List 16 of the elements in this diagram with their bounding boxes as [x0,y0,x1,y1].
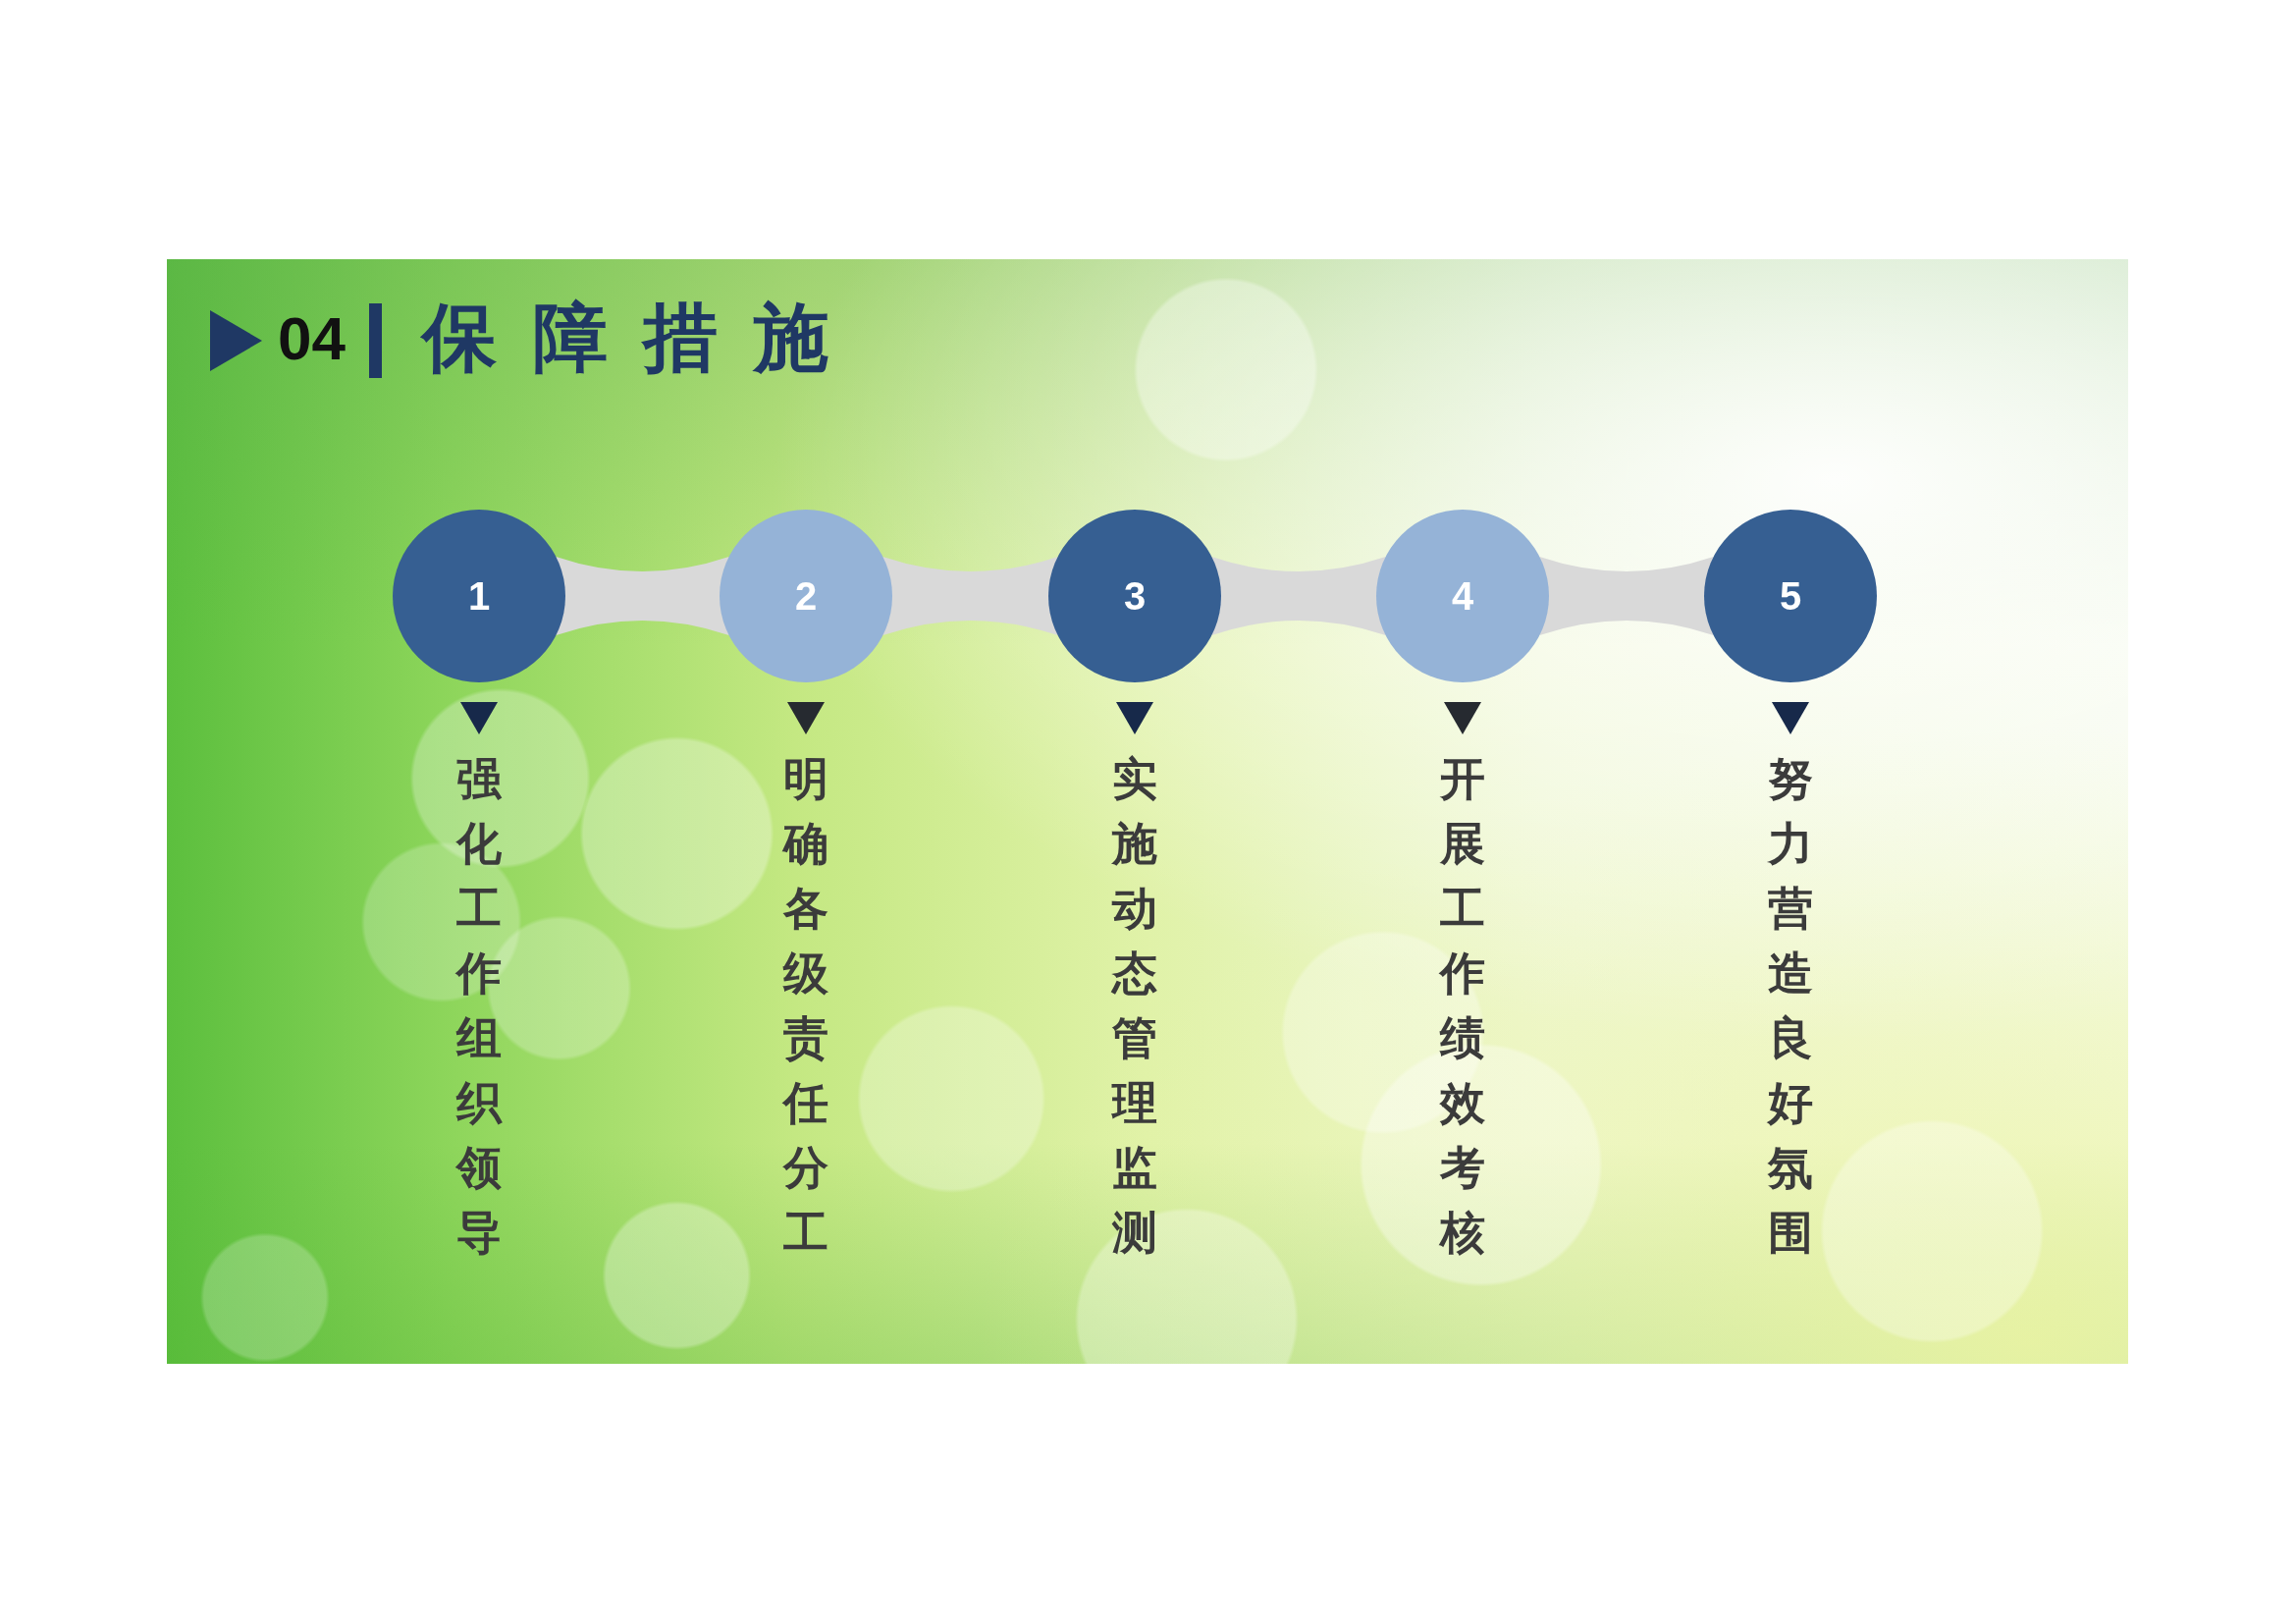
step-description: 实施动态管理监测 [1112,751,1157,1261]
step-number: 3 [1123,576,1147,616]
slide-title: 保障措施 [422,293,828,383]
step-number: 1 [467,576,491,616]
step-description: 努力营造良好氛围 [1768,751,1813,1261]
step-description: 开展工作绩效考核 [1440,751,1485,1261]
step-number: 4 [1451,576,1474,616]
connector-band [1539,557,1714,635]
section-number: 04 [278,303,346,374]
connector-band [882,557,1058,635]
step-description: 强化工作组织领导 [456,751,502,1261]
step-number: 5 [1779,576,1802,616]
connector-band [1211,557,1386,635]
step-number: 2 [794,576,818,616]
connector-band [556,557,729,635]
step-description: 明确各级责任分工 [783,751,828,1261]
